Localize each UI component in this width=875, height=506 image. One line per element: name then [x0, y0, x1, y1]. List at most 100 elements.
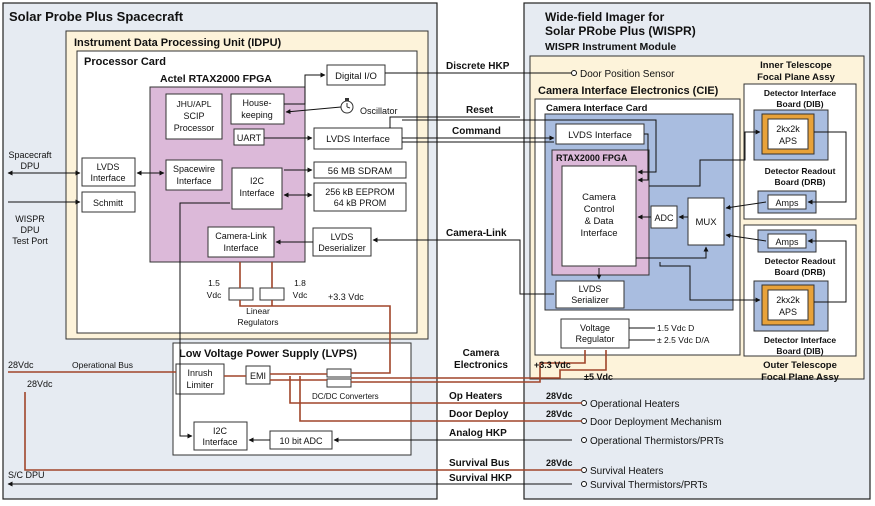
oscillator-line	[285, 106, 342, 115]
op-heaters-node	[581, 400, 587, 406]
voltage-reg-label-2: Regulator	[575, 334, 614, 344]
camera-electronics-label-1: Camera	[463, 348, 500, 359]
aps-bot-inner	[767, 289, 809, 321]
inrush-label-1: Inrush	[187, 368, 212, 378]
load-op-heaters: Operational Heaters	[590, 399, 680, 410]
fpga-to-outer-line	[659, 262, 761, 303]
v28-door: 28Vdc	[546, 409, 573, 419]
control-to-mux	[636, 246, 709, 259]
aps-bot-label-1: 2kx2k	[776, 295, 800, 305]
spacewire-label-2: Interface	[176, 176, 211, 186]
oscillator-label: Oscillator	[360, 106, 398, 116]
prom-label: 64 kB PROM	[334, 198, 387, 208]
mux	[687, 197, 725, 246]
digital-io-label: Digital I/O	[335, 71, 377, 82]
v5-label: ±5 Vdc	[584, 372, 613, 382]
lvds-deserializer	[312, 227, 372, 257]
aps-top-label-1: 2kx2k	[776, 124, 800, 134]
i2c-interface	[231, 167, 283, 210]
spacecraft-dpu-label-1: Spacecraft	[8, 150, 52, 160]
lvds-serializer	[555, 280, 625, 309]
v15-label-2: Vdc	[207, 290, 222, 300]
cic-title: Camera Interface Card	[546, 103, 648, 114]
scip-processor	[165, 93, 223, 140]
v15d-label: 1.5 Vdc D	[657, 323, 694, 333]
surv-bus-line	[24, 392, 582, 471]
idpu-title: Instrument Data Processing Unit (IDPU)	[74, 37, 282, 49]
eeprom-prom	[313, 182, 407, 212]
v18-label-1: 1.8	[294, 278, 306, 288]
drb-bot-label-1: Detector Readout	[765, 256, 836, 266]
inrush-label-2: Limiter	[186, 380, 213, 390]
scip-label-2: SCIP	[183, 111, 204, 121]
lvds-deser-label-2: Deserializer	[318, 243, 366, 253]
load-surv-therm: Survival Thermistors/PRTs	[590, 480, 707, 491]
amps-bot	[767, 233, 807, 249]
i2c-to-lvps-line	[179, 202, 230, 439]
bus28-surv-label: 28Vdc	[27, 379, 53, 389]
adc-10bit-label: 10 bit ADC	[279, 436, 323, 446]
wispr-module-title: WISPR Instrument Module	[545, 41, 676, 53]
i2c-interface-lvps	[193, 421, 248, 451]
i2c-label-2: Interface	[239, 188, 274, 198]
lvds-deser-label-1: LVDS	[331, 232, 354, 242]
inrush-limiter	[175, 363, 225, 395]
i2c-lvps-label-2: Interface	[202, 437, 237, 447]
op-therm-node	[581, 437, 587, 443]
survival-hkp-label: Survival HKP	[449, 473, 512, 484]
fpga-title: Actel RTAX2000 FPGA	[160, 73, 272, 85]
eeprom-label: 256 kB EEPROM	[325, 187, 395, 197]
op-heaters-line	[289, 376, 582, 404]
drb-top-label-2: Board (DRB)	[775, 177, 826, 187]
command-label: Command	[452, 126, 501, 137]
v15-label-1: 1.5	[208, 278, 220, 288]
lvds-if-left-label-1: LVDS	[97, 162, 120, 172]
emi-filter	[245, 365, 271, 385]
v33-cie-label: +3.3 Vdc	[534, 360, 571, 370]
camlink-label-1: Camera-Link	[215, 231, 267, 241]
door-mech-node	[581, 418, 587, 424]
v28-survival: 28Vdc	[546, 458, 573, 468]
drb-top-label-1: Detector Readout	[765, 166, 836, 176]
v33-idpu-label: +3.3 Vdc	[328, 292, 364, 302]
schmitt-label: Schmitt	[93, 198, 124, 208]
door-sensor-label: Door Position Sensor	[580, 69, 675, 80]
emi-label: EMI	[250, 371, 266, 381]
reset-to-fpga	[636, 119, 657, 175]
wispr-title-1: Wide-field Imager for	[545, 10, 665, 24]
uart-label: UART	[237, 133, 262, 143]
cam-control-label-1: Camera	[582, 192, 617, 203]
outer-fpa-title-1: Outer Telescope	[763, 360, 837, 371]
digital-io	[326, 64, 386, 86]
camera-link-interface	[207, 226, 275, 258]
wispr-title-2: Solar PRobe Plus (WISPR)	[545, 24, 696, 38]
aps-top-inner	[767, 118, 809, 150]
amps-top-label: Amps	[775, 198, 799, 208]
dib-top-label-2: Board (DIB)	[776, 99, 823, 109]
load-op-therm: Operational Thermistors/PRTs	[590, 436, 724, 447]
reset-line	[389, 116, 520, 128]
sc-dpu-label: S/C DPU	[8, 470, 45, 480]
v33-line	[239, 300, 391, 374]
surv-therm-node	[581, 481, 587, 487]
v18-label-2: Vdc	[293, 290, 308, 300]
lvds-interface-left	[81, 157, 136, 187]
spacewire-label-1: Spacewire	[173, 164, 215, 174]
scip-label-3: Processor	[174, 123, 215, 133]
v28-op-heaters: 28Vdc	[546, 391, 573, 401]
lvds-ser-label-2: Serializer	[571, 295, 609, 305]
sdram-label: 56 MB SDRAM	[328, 166, 392, 177]
load-door-mech: Door Deployment Mechanism	[590, 417, 722, 428]
linear-regulator-15	[228, 287, 254, 301]
voltage-reg-label-1: Voltage	[580, 323, 610, 333]
discrete-hkp-label: Discrete HKP	[446, 61, 510, 72]
fpga-to-inner-line	[649, 129, 761, 187]
lvds-ser-label-1: LVDS	[579, 284, 602, 294]
v5-line	[410, 350, 607, 379]
wispr-dpu-label-2: DPU	[20, 225, 39, 235]
load-surv-heaters: Survival Heaters	[590, 466, 663, 477]
cam-elec-power	[351, 350, 586, 383]
cam-control-label-2: Control	[584, 204, 615, 215]
camera-link-line	[372, 237, 554, 295]
dcdc-converter-1	[326, 368, 352, 378]
